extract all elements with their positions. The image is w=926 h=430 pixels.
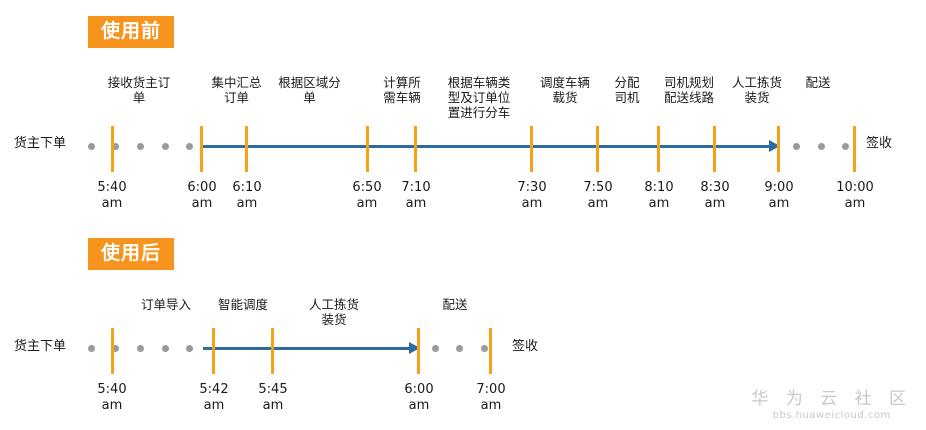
watermark-url: bbs.huaweicloud.com <box>772 410 891 421</box>
tick-10-00am <box>853 126 856 172</box>
step-label: 人工拣货 装货 <box>731 75 782 105</box>
trail-dot <box>432 345 439 352</box>
time-label: 8:30 am <box>700 180 730 211</box>
step-label: 配送 <box>805 75 831 90</box>
tick-8-30am <box>713 126 716 172</box>
step-label: 集中汇总 订单 <box>211 75 262 105</box>
step-label: 配送 <box>442 297 468 312</box>
trail-dot <box>842 143 849 150</box>
lead-dot <box>162 345 169 352</box>
step-label: 智能调度 <box>217 297 268 312</box>
step-label: 接收货主订 单 <box>107 75 171 105</box>
tick-5-40am <box>111 328 114 374</box>
process-arrow-head-after <box>409 342 420 354</box>
lead-dot <box>88 143 95 150</box>
lead-dot <box>137 143 144 150</box>
time-label: 5:42 am <box>199 382 229 413</box>
step-label: 订单导入 <box>140 297 191 312</box>
end-note-after: 签收 <box>512 339 539 354</box>
time-label: 7:50 am <box>583 180 613 211</box>
time-label: 9:00 am <box>764 180 794 211</box>
process-arrow-head-before <box>769 140 780 152</box>
time-label: 6:10 am <box>232 180 262 211</box>
time-label: 6:00 am <box>187 180 217 211</box>
lead-dot <box>186 143 193 150</box>
time-label: 5:45 am <box>258 382 288 413</box>
trail-dot <box>818 143 825 150</box>
lead-dot <box>162 143 169 150</box>
lead-dot <box>112 143 119 150</box>
tick-7-30am <box>530 126 533 172</box>
watermark: 华 为 云 社 区 bbs.huaweicloud.com <box>751 389 912 422</box>
time-label: 7:30 am <box>517 180 547 211</box>
process-arrow-line-after <box>203 347 410 350</box>
tick-5-45am <box>271 328 274 374</box>
lead-dot <box>137 345 144 352</box>
step-label: 司机规划 配送线路 <box>663 75 714 105</box>
axis-label-before: 货主下单 <box>14 136 67 151</box>
time-label: 5:40 am <box>97 180 127 211</box>
lead-dot <box>112 345 119 352</box>
time-label: 7:10 am <box>401 180 431 211</box>
section-badge-after: 使用后 <box>88 238 175 270</box>
tick-9-00am <box>777 126 780 172</box>
time-label: 6:00 am <box>404 382 434 413</box>
tick-6-00am <box>417 328 420 374</box>
step-label: 分配 司机 <box>614 75 640 105</box>
time-label: 5:40 am <box>97 382 127 413</box>
time-label: 6:50 am <box>352 180 382 211</box>
axis-label-after: 货主下单 <box>14 339 67 354</box>
step-label: 根据区域分 单 <box>278 75 341 105</box>
step-label: 人工拣货 装货 <box>308 297 359 327</box>
end-note-before: 签收 <box>866 136 893 151</box>
tick-8-10am <box>657 126 660 172</box>
process-arrow-line-before <box>202 145 770 148</box>
tick-6-00am <box>200 126 203 172</box>
tick-5-40am <box>111 126 114 172</box>
trail-dot <box>481 345 488 352</box>
step-label: 根据车辆类 型及订单位 置进行分车 <box>447 75 511 120</box>
tick-6-50am <box>366 126 369 172</box>
trail-dot <box>456 345 463 352</box>
tick-5-42am <box>212 328 215 374</box>
tick-7-00am <box>489 328 492 374</box>
step-label: 计算所 需车辆 <box>383 75 421 105</box>
time-label: 7:00 am <box>476 382 506 413</box>
tick-7-50am <box>596 126 599 172</box>
step-label: 调度车辆 载货 <box>539 75 590 105</box>
tick-6-10am <box>245 126 248 172</box>
watermark-brand: 华 为 云 社 区 <box>751 389 912 409</box>
lead-dot <box>186 345 193 352</box>
lead-dot <box>88 345 95 352</box>
trail-dot <box>793 143 800 150</box>
time-label: 10:00 am <box>836 180 874 211</box>
section-badge-before: 使用前 <box>88 16 175 48</box>
tick-7-10am <box>414 126 417 172</box>
time-label: 8:10 am <box>644 180 674 211</box>
